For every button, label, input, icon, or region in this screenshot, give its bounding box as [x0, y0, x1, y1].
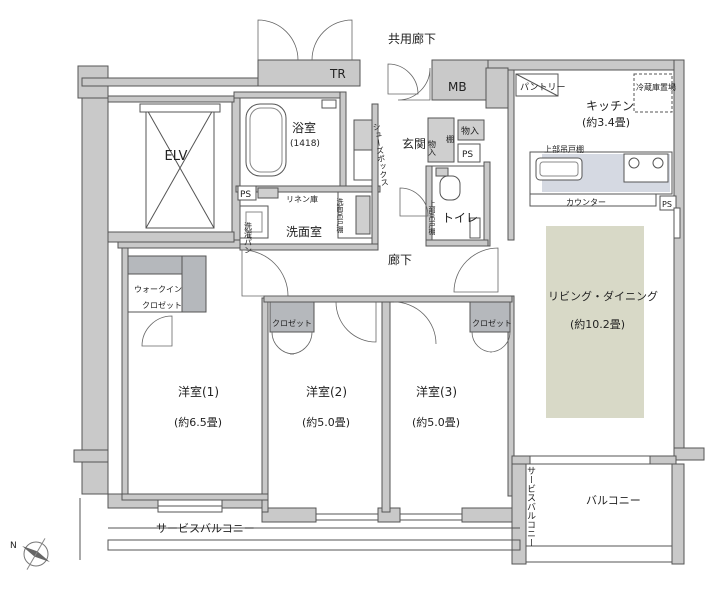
compass-n-label: N	[10, 541, 17, 551]
fridge-label: 冷蔵庫置場	[636, 82, 676, 92]
storage-label-b: 物入	[461, 125, 479, 137]
bath-label: 浴室	[292, 120, 316, 135]
entry-doors	[257, 19, 431, 101]
entrance-label: 玄関	[402, 136, 426, 151]
hallway-label: 廊下	[388, 252, 412, 267]
room3-size-label: (約5.0畳)	[412, 415, 460, 429]
washroom: PS リネン庫 洗濯パン 洗面室 洗面吊戸棚	[237, 185, 373, 254]
entrance-storage: 物入 棚 物入 PS	[427, 117, 485, 163]
room2-size-label: (約5.0畳)	[302, 415, 350, 429]
ps-entrance-label: PS	[462, 150, 473, 160]
elv-label: ELV	[165, 149, 188, 164]
room-doors	[335, 301, 437, 345]
room3-label: 洋室(3)	[416, 384, 457, 399]
room1-size-label: (約6.5畳)	[174, 415, 222, 429]
ps-wash-label: PS	[240, 190, 251, 200]
closet-room2: クロゼット	[269, 301, 315, 355]
kitchen: パントリー 冷蔵庫置場 キッチン (約3.4畳) 上部吊戸棚 カウンター PS	[515, 73, 677, 211]
shared-corridor-label: 共用廊下	[388, 31, 436, 46]
toilet: 上部吊戸棚 トイレ	[399, 165, 485, 241]
upper-cabinet-kitchen-label: 上部吊戸棚	[544, 144, 584, 154]
bathroom: 浴室 (1418)	[239, 97, 341, 187]
shelf-label: 棚	[446, 134, 454, 144]
storage-label-a: 物入	[428, 139, 437, 156]
living-dining: リビング・ダイニング (約10.2畳)	[546, 226, 658, 418]
washer-pan-label: 洗濯パン	[244, 221, 253, 254]
bath-size-label: (1418)	[290, 139, 320, 149]
wash-cabinet-label: 洗面吊戸棚	[336, 197, 344, 234]
pantry-label: パントリー	[520, 82, 565, 93]
outer-walls	[73, 59, 705, 565]
ps-kitchen-label: PS	[662, 200, 672, 209]
linen-label: リネン庫	[286, 194, 318, 204]
compass-icon: N	[10, 538, 50, 570]
service-balcony-vertical-label: サービスバルコニー	[525, 466, 536, 547]
windows	[157, 207, 681, 521]
kitchen-size-label: (約3.4畳)	[582, 115, 630, 129]
room1-label: 洋室(1)	[178, 384, 219, 399]
hallway-doors	[241, 247, 499, 297]
living-label: リビング・ダイニング	[548, 289, 658, 303]
elevator: ELV	[139, 103, 221, 229]
service-balcony-label: サービスバルコニー	[156, 522, 255, 535]
closet-3-label: クロゼット	[472, 318, 512, 328]
shoes-box: シューズボックス	[353, 119, 390, 187]
mb-label: MB	[448, 80, 467, 94]
balcony-label: バルコニー	[586, 494, 641, 507]
living-size-label: (約10.2畳)	[570, 317, 625, 331]
counter-label: カウンター	[566, 198, 606, 207]
upper-cabinet-toilet-label: 上部吊戸棚	[428, 199, 436, 236]
toilet-label: トイレ	[442, 211, 478, 225]
closet-2-label: クロゼット	[272, 318, 312, 328]
walkin-closet: ウォークイン クロゼット	[127, 255, 207, 347]
walkin-closet-label: クロゼット	[142, 300, 182, 310]
room2-label: 洋室(2)	[306, 384, 347, 399]
tr-label: TR	[329, 67, 346, 81]
kitchen-label: キッチン	[586, 99, 634, 113]
closet-room3: クロゼット	[469, 301, 512, 353]
walkin-label: ウォークイン	[134, 285, 182, 294]
washroom-label: 洗面室	[286, 224, 322, 239]
railings	[79, 498, 673, 563]
